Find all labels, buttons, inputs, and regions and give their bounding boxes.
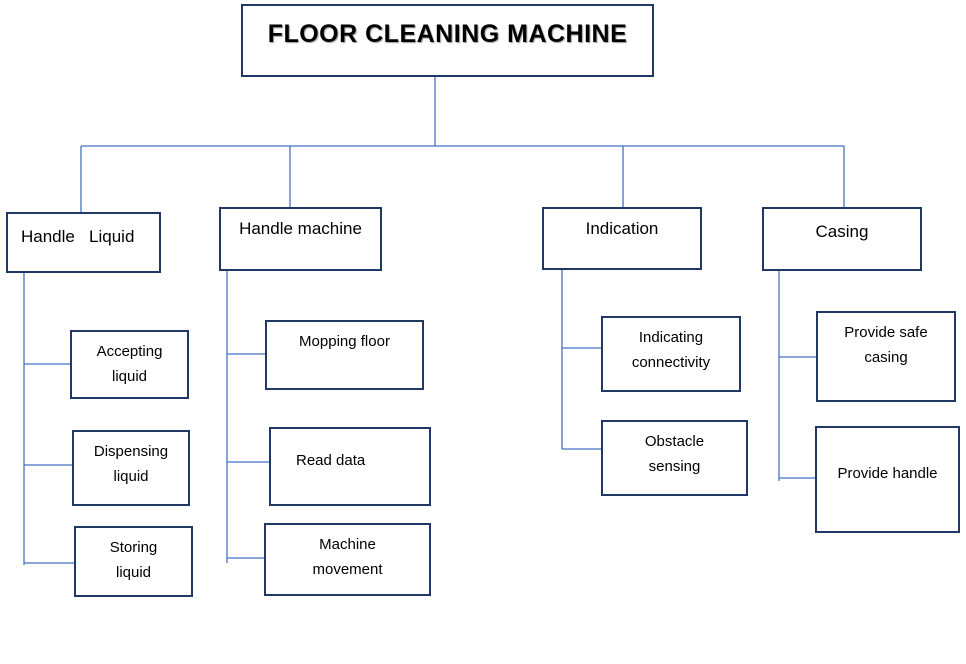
category-label: Handle machine	[239, 219, 362, 238]
leaf-node-provide-safe-casing: Provide safe casing	[816, 311, 956, 402]
category-label: Indication	[585, 219, 659, 238]
leaf-label: Read data	[296, 452, 366, 469]
category-node-indication: Indication	[542, 207, 702, 270]
leaf-label: Provide safe casing	[844, 324, 928, 366]
category-node-handle-machine: Handle machine	[219, 207, 382, 271]
leaf-label: Dispensing liquid	[93, 443, 169, 485]
leaf-label: Storing liquid	[109, 539, 158, 581]
category-label: Handle Liquid	[21, 227, 135, 246]
leaf-label: Indicating connectivity	[631, 329, 711, 371]
leaf-node-indicating-connectivity: Indicating connectivity	[601, 316, 741, 392]
leaf-node-machine-movement: Machine movement	[264, 523, 431, 596]
leaf-label: Obstacle sensing	[644, 433, 705, 475]
leaf-label: Mopping floor	[299, 333, 390, 350]
leaf-label: Accepting liquid	[96, 343, 163, 385]
leaf-node-storing-liquid: Storing liquid	[74, 526, 193, 597]
leaf-node-obstacle-sensing: Obstacle sensing	[601, 420, 748, 496]
category-node-handle-liquid: Handle Liquid	[6, 212, 161, 273]
root-label: FLOOR CLEANING MACHINE	[267, 20, 628, 48]
leaf-node-dispensing-liquid: Dispensing liquid	[72, 430, 190, 506]
leaf-label: Provide handle	[837, 465, 938, 482]
leaf-label: Machine movement	[312, 536, 383, 578]
root-node: FLOOR CLEANING MACHINE	[241, 4, 654, 77]
leaf-node-read-data: Read data	[269, 427, 431, 506]
leaf-node-mopping-floor: Mopping floor	[265, 320, 424, 390]
leaf-node-provide-handle: Provide handle	[815, 426, 960, 533]
category-label: Casing	[815, 222, 869, 241]
category-node-casing: Casing	[762, 207, 922, 271]
leaf-node-accepting-liquid: Accepting liquid	[70, 330, 189, 399]
